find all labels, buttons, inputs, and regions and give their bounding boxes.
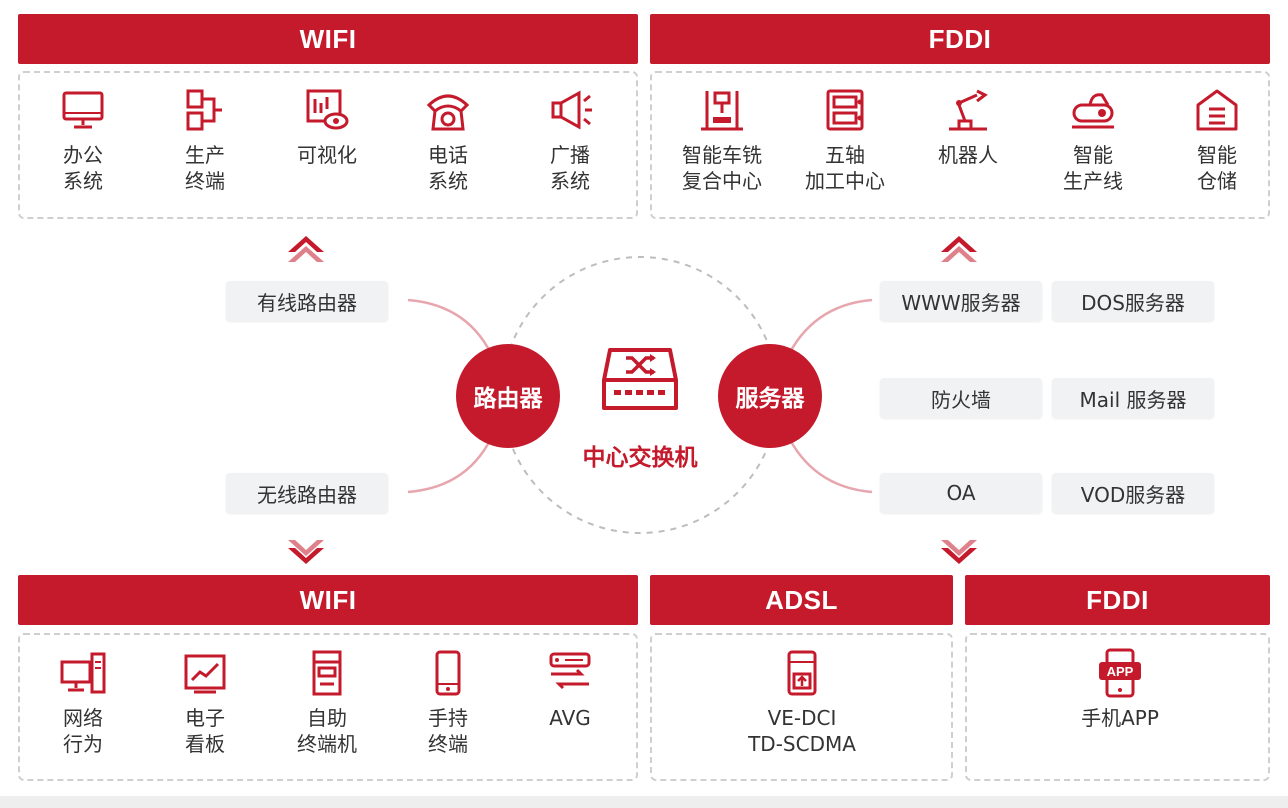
arrow-down-right-icon xyxy=(941,540,977,564)
bottom-right-item-label: 手机APP xyxy=(1081,706,1159,730)
server-link-top xyxy=(784,298,873,361)
warehouse-icon xyxy=(1157,82,1277,138)
bottom-left-item-label: 手持终端 xyxy=(428,706,468,756)
bottom-right-panel xyxy=(965,633,1270,781)
visualization-icon xyxy=(267,82,387,138)
bottom-left-item: AVG xyxy=(510,645,630,731)
server-pill: VOD服务器 xyxy=(1052,473,1214,513)
top-right-panel xyxy=(650,71,1270,219)
production-line-icon xyxy=(1033,82,1153,138)
top-right-item-label: 机器人 xyxy=(938,143,998,167)
top-left-item-label: 可视化 xyxy=(297,143,357,167)
handheld-terminal-icon xyxy=(388,645,508,701)
top-left-item-label: 广播系统 xyxy=(550,143,590,193)
top-right-item: 智能仓储 xyxy=(1157,82,1277,194)
top-right-item-label: 智能仓储 xyxy=(1197,143,1237,193)
server-pill: Mail 服务器 xyxy=(1052,378,1214,418)
top-right-item: 智能生产线 xyxy=(1033,82,1153,194)
wired-router-pill: 有线路由器 xyxy=(226,281,388,321)
top-left-item-label: 办公系统 xyxy=(63,143,103,193)
top-left-item: 办公系统 xyxy=(23,82,143,194)
top-left-item: 生产终端 xyxy=(145,82,265,194)
robot-arm-icon xyxy=(908,82,1028,138)
milling-machine-icon xyxy=(662,82,782,138)
bottom-left-item-label: 网络行为 xyxy=(63,706,103,756)
top-left-item-label: 电话系统 xyxy=(428,143,468,193)
megaphone-icon xyxy=(510,82,630,138)
switch-icon xyxy=(600,344,680,416)
top-right-item: 智能车铣复合中心 xyxy=(662,82,782,194)
top-left-item-label: 生产终端 xyxy=(185,143,225,193)
arrow-up-right-icon xyxy=(941,236,977,262)
network-computer-icon xyxy=(23,645,143,701)
server-node: 服务器 xyxy=(718,344,822,448)
bottom-mid-header: ADSL xyxy=(650,575,953,625)
top-right-header: FDDI xyxy=(650,14,1270,64)
production-terminal-icon xyxy=(145,82,265,138)
server-link-bottom xyxy=(784,431,873,494)
top-right-item: 机器人 xyxy=(908,82,1028,168)
mobile-app-icon: APP xyxy=(1060,645,1180,701)
arrow-up-left-icon xyxy=(288,236,324,262)
top-left-item: 电话系统 xyxy=(388,82,508,194)
bottom-left-item: 网络行为 xyxy=(23,645,143,757)
bottom-right-header: FDDI xyxy=(965,575,1270,625)
top-left-panel xyxy=(18,71,638,219)
top-left-item: 可视化 xyxy=(267,82,387,168)
bottom-left-item-label: 自助终端机 xyxy=(297,706,357,756)
bottom-left-item: 电子看板 xyxy=(145,645,265,757)
hub-label: 中心交换机 xyxy=(582,445,698,471)
bottom-left-item: 自助终端机 xyxy=(267,645,387,757)
top-right-item-label: 智能生产线 xyxy=(1063,143,1123,193)
machining-center-icon xyxy=(785,82,905,138)
bottom-right-item: APP 手机APP xyxy=(1060,645,1180,731)
bottom-left-item: 手持终端 xyxy=(388,645,508,757)
top-right-item-label: 智能车铣复合中心 xyxy=(682,143,762,193)
top-left-item: 广播系统 xyxy=(510,82,630,194)
telephone-icon xyxy=(388,82,508,138)
electronic-board-icon xyxy=(145,645,265,701)
svg-text:APP: APP xyxy=(1107,664,1134,679)
top-right-item-label: 五轴加工中心 xyxy=(805,143,885,193)
server-pill: OA xyxy=(880,473,1042,513)
monitor-icon xyxy=(23,82,143,138)
bottom-left-item-label: 电子看板 xyxy=(185,706,225,756)
server-pill: 防火墙 xyxy=(880,378,1042,418)
server-pill: WWW服务器 xyxy=(880,281,1042,321)
bottom-left-header: WIFI xyxy=(18,575,638,625)
wireless-router-pill: 无线路由器 xyxy=(226,473,388,513)
router-node: 路由器 xyxy=(456,344,560,448)
self-service-kiosk-icon xyxy=(267,645,387,701)
arrow-down-left-icon xyxy=(288,540,324,564)
bottom-mid-panel xyxy=(650,633,953,781)
top-left-header: WIFI xyxy=(18,14,638,64)
top-right-item: 五轴加工中心 xyxy=(785,82,905,194)
avg-icon xyxy=(510,645,630,701)
bottom-left-item-label: AVG xyxy=(549,706,591,730)
bottom-strip xyxy=(0,796,1288,808)
server-pill: DOS服务器 xyxy=(1052,281,1214,321)
bottom-left-panel xyxy=(18,633,638,781)
adsl-device-icon xyxy=(742,645,862,701)
